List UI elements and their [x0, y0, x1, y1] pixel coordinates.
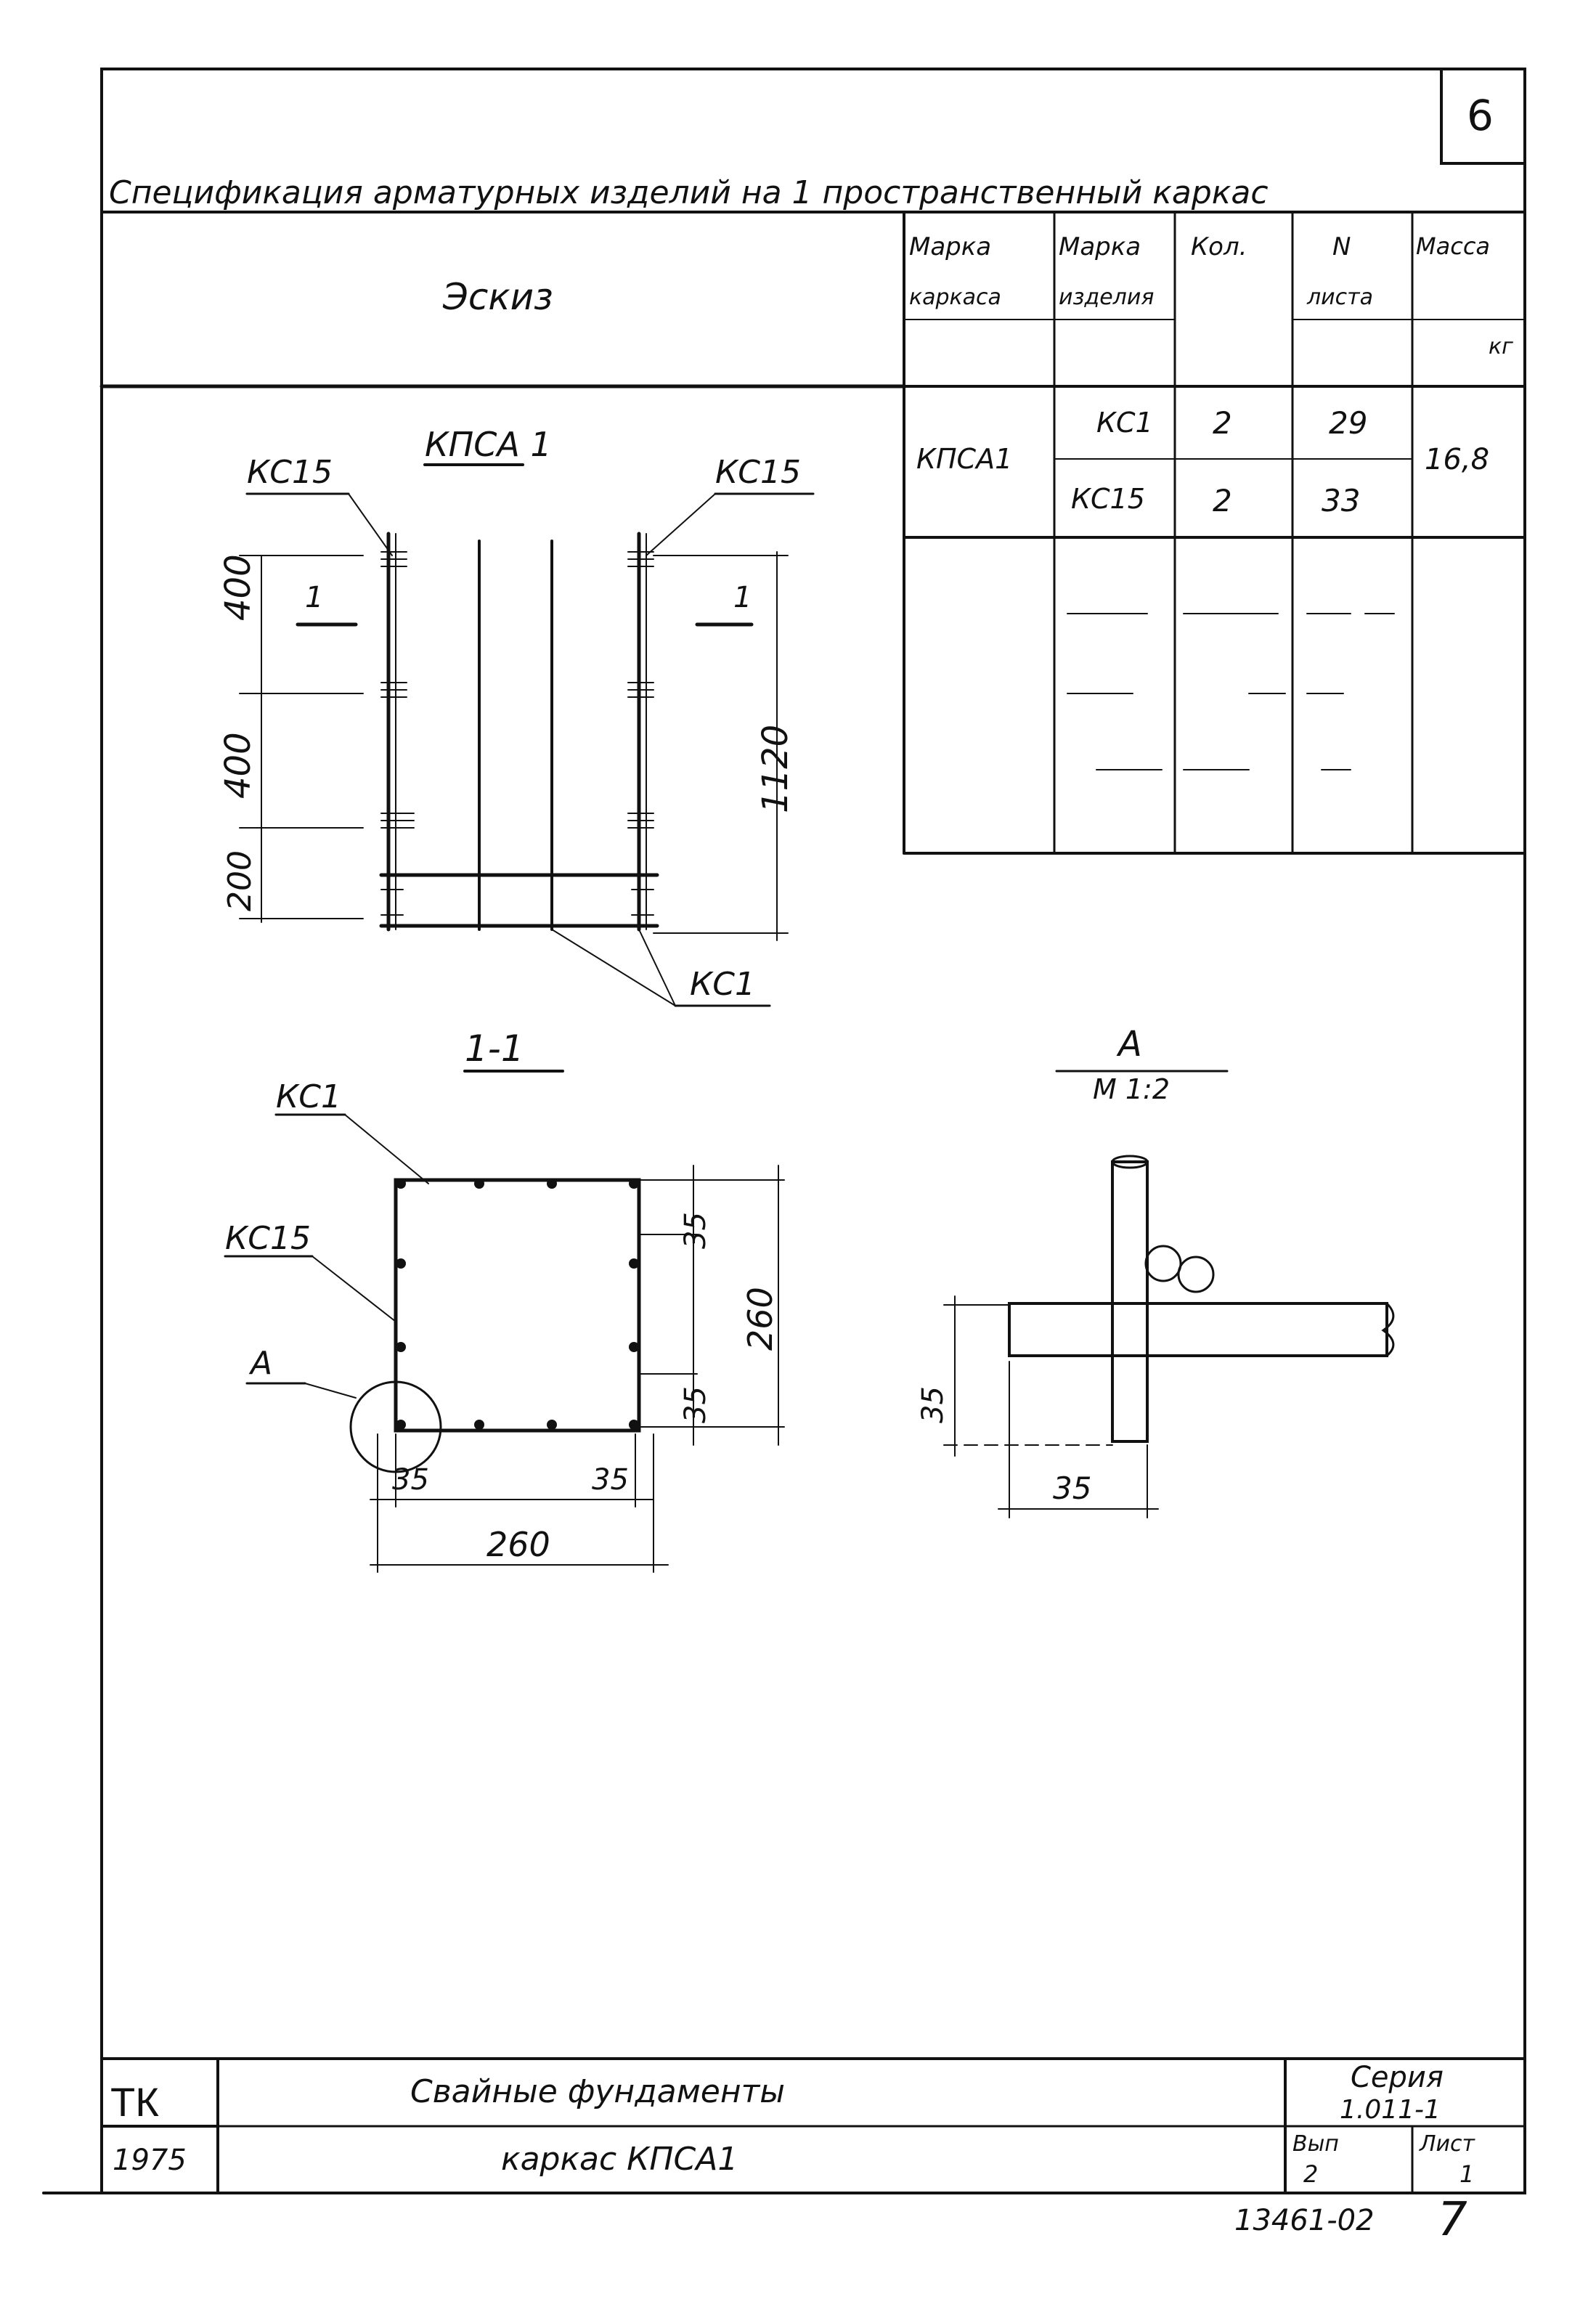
elevation-label-left: КС15: [247, 454, 333, 491]
section-title: 1-1: [465, 1028, 524, 1070]
section-label-side: КС15: [225, 1220, 311, 1257]
row2-sheet: 33: [1322, 483, 1361, 518]
title-block-sheet-label: Лист: [1420, 2131, 1475, 2157]
page-corner-number: 6: [1467, 91, 1494, 140]
title-block-series-label: Серия: [1351, 2061, 1444, 2094]
archive-code: 13461-02: [1234, 2204, 1375, 2237]
dim-200: 200: [221, 850, 258, 911]
title-block-issue-label: Вып: [1292, 2131, 1339, 2157]
elevation-label-right: КС15: [715, 454, 801, 491]
title-block-sheet-value: 1: [1459, 2160, 1475, 2188]
title-block-series-value: 1.011-1: [1340, 2095, 1441, 2125]
header-frame-mark-2: каркаса: [909, 285, 1001, 310]
header-qty: Кол.: [1191, 232, 1247, 261]
dim-35-bottom-left: 35: [392, 1463, 429, 1497]
header-mass: Масса: [1416, 232, 1491, 260]
dim-260-right: 260: [741, 1287, 780, 1351]
sheet-frame: [100, 68, 1526, 2194]
section-mark-left: 1: [305, 581, 324, 614]
dim-400-mid: 400: [218, 732, 258, 799]
header-item-mark-2: изделия: [1059, 285, 1155, 310]
sketch-header: Эскиз: [443, 276, 553, 318]
title-block-org: ТК: [110, 2079, 159, 2125]
header-frame-mark: Марка: [909, 232, 992, 261]
title-block-issue-value: 2: [1303, 2160, 1319, 2188]
elevation-title: КПСА 1: [425, 425, 552, 464]
section-label-top: КС1: [276, 1078, 341, 1115]
dim-35-right-bottom: 35: [679, 1386, 712, 1423]
row2-item-mark: КС15: [1071, 483, 1145, 515]
spec-title: Спецификация арматурных изделий на 1 про…: [109, 174, 1269, 211]
header-sheet-no: N: [1332, 232, 1351, 261]
row2-qty: 2: [1213, 483, 1232, 518]
dim-35-bottom-right: 35: [592, 1463, 629, 1497]
detail-dim-35-vertical: 35: [916, 1386, 950, 1423]
header-mass-unit: кг: [1489, 334, 1513, 359]
header-sheet-no-2: листа: [1307, 285, 1374, 310]
section-label-detail: А: [251, 1345, 273, 1382]
row1-qty: 2: [1213, 405, 1232, 441]
page-number: 7: [1438, 2193, 1467, 2247]
row1-sheet: 29: [1329, 405, 1368, 441]
row-frame-mark: КПСА1: [916, 443, 1013, 475]
elevation-label-bottom: КС1: [690, 966, 755, 1003]
dim-1120: 1120: [755, 724, 796, 813]
row1-item-mark: КС1: [1096, 407, 1153, 439]
dim-35-right-top: 35: [679, 1212, 712, 1249]
detail-scale: М 1:2: [1093, 1073, 1170, 1105]
title-block-name-2: каркас КПСА1: [501, 2141, 738, 2178]
dim-400-top: 400: [218, 554, 258, 621]
dim-260-bottom: 260: [486, 1525, 550, 1564]
detail-title: А: [1118, 1024, 1142, 1065]
title-block-year: 1975: [113, 2144, 187, 2177]
section-mark-right: 1: [733, 581, 752, 614]
title-block-name-1: Свайные фундаменты: [410, 2073, 785, 2110]
detail-dim-35-horizontal: 35: [1053, 1470, 1092, 1506]
header-item-mark: Марка: [1059, 232, 1141, 261]
row1-mass: 16,8: [1425, 443, 1490, 476]
